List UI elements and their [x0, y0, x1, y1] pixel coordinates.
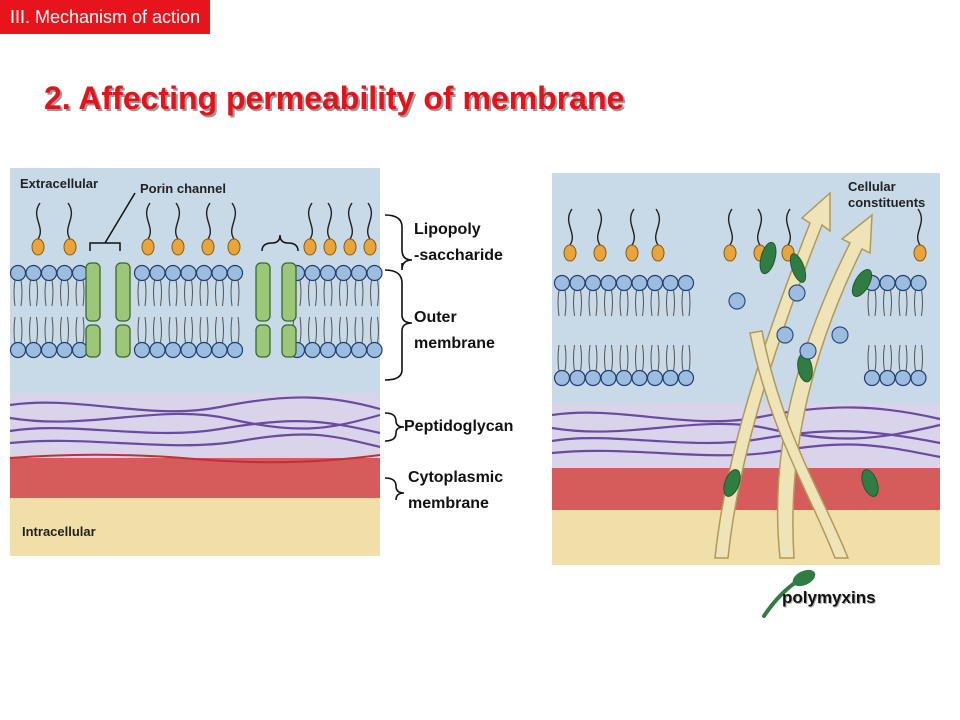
- right-membrane-figure: Cellular constituents: [540, 163, 945, 573]
- section-tag: III. Mechanism of action: [0, 0, 211, 34]
- lipopoly-line1: Lipopoly: [414, 221, 481, 238]
- intracellular-label: Intracellular: [22, 524, 96, 539]
- cytoplasmic-membrane-label: Cytoplasmic membrane: [408, 465, 503, 517]
- lipopoly-line2: -saccharide: [414, 247, 503, 264]
- lipopolysaccharide-label: Lipopoly -saccharide: [414, 217, 503, 269]
- outer-line2: membrane: [414, 335, 495, 352]
- slide-title: 2. Affecting permeability of membrane: [44, 80, 625, 116]
- outer-membrane-label: Outer membrane: [414, 305, 495, 357]
- extracellular-label: Extracellular: [20, 176, 98, 191]
- porin-channel-label: Porin channel: [140, 181, 226, 196]
- outer-line1: Outer: [414, 309, 457, 326]
- cellular-label-line1: Cellular: [848, 179, 896, 194]
- cytoplasmic-line1: Cytoplasmic: [408, 469, 504, 486]
- cellular-label-line2: constituents: [848, 195, 925, 210]
- peptidoglycan-label: Peptidoglycan: [404, 418, 514, 435]
- polymyxins-label: polymyxins: [782, 588, 876, 607]
- polymyxin-icon: [762, 569, 816, 618]
- cytoplasmic-line2: membrane: [408, 495, 489, 512]
- layer-brackets: [384, 214, 413, 501]
- left-membrane-figure: Extracellular Porin channel Intracellula…: [0, 163, 385, 560]
